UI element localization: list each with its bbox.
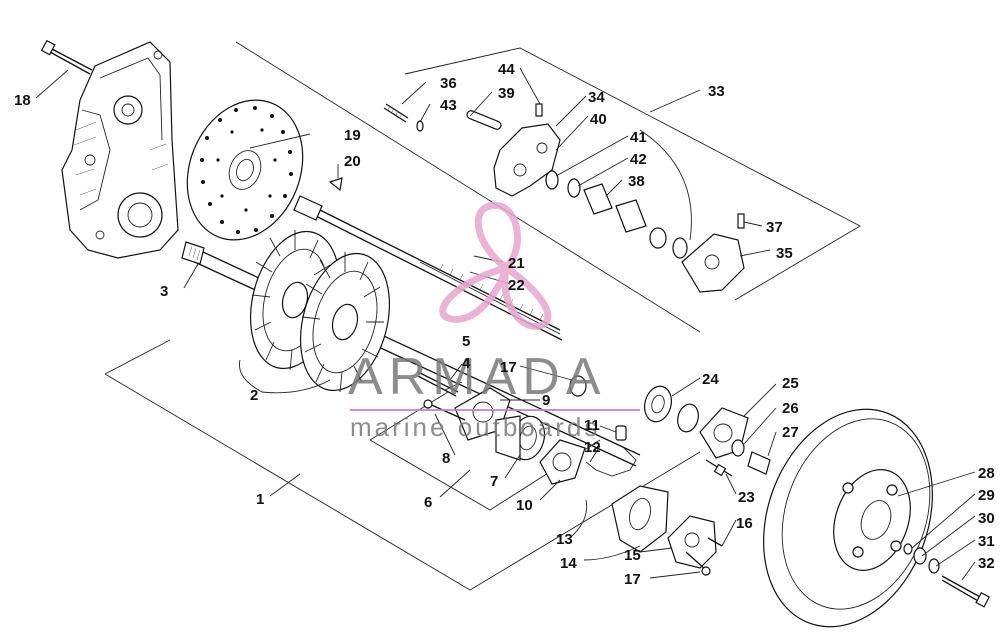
- bearing-24: [644, 385, 699, 433]
- upper-drive-shaft: [293, 195, 563, 341]
- washer-43: [416, 120, 424, 132]
- brake-pads-38: [583, 183, 647, 233]
- callout-44: 44: [498, 61, 515, 78]
- callout-38: 38: [628, 173, 645, 190]
- bearing-7: [495, 415, 546, 461]
- key-20: [328, 177, 343, 192]
- callout-21: 21: [508, 255, 525, 272]
- callout-12: 12: [584, 439, 601, 456]
- sensor-15: [667, 515, 723, 569]
- bolt-32: [941, 575, 991, 608]
- callout-17a: 17: [500, 359, 517, 376]
- bleeder-37: [737, 213, 745, 229]
- callout-20: 20: [344, 153, 361, 170]
- piston-42: [649, 227, 688, 259]
- group-outline-33: [404, 47, 861, 301]
- caliper-half-35: [681, 233, 745, 293]
- callout-13: 13: [556, 531, 573, 548]
- sensor-wire-12: [585, 447, 637, 477]
- callout-labels: 1 2 3 4 5 6 7 8 9 10 11 12 13 14 15 16 1…: [14, 61, 995, 588]
- callout-30: 30: [978, 510, 995, 527]
- callout-18: 18: [14, 92, 31, 109]
- callout-24: 24: [702, 371, 719, 388]
- callout-14: 14: [560, 555, 577, 572]
- seal-41: [545, 170, 581, 198]
- callout-36: 36: [440, 75, 457, 92]
- callout-41: 41: [630, 129, 647, 146]
- driven-pulley: [763, 408, 933, 628]
- spacer-27: [747, 451, 771, 475]
- bolt-36: [383, 103, 409, 123]
- pin-39: [466, 110, 502, 130]
- speedometer-drive-13-14: [611, 485, 669, 553]
- clip-11: [615, 425, 627, 441]
- callout-33: 33: [708, 83, 725, 100]
- bleeder-44: [535, 103, 543, 117]
- callout-9: 9: [542, 392, 550, 409]
- callout-10: 10: [516, 497, 533, 514]
- drive-sprocket-2b: [299, 252, 391, 393]
- armada-watermark: ARMADA marine outboards: [348, 201, 640, 442]
- callout-29: 29: [978, 487, 995, 504]
- callout-39: 39: [498, 85, 515, 102]
- callout-22: 22: [508, 277, 525, 294]
- callout-34: 34: [588, 89, 605, 106]
- propeller-logo-icon: [439, 201, 552, 330]
- callout-15: 15: [624, 547, 641, 564]
- callout-43: 43: [440, 97, 457, 114]
- callout-16: 16: [736, 515, 753, 532]
- callout-37: 37: [766, 219, 783, 236]
- callout-11: 11: [584, 417, 600, 434]
- callout-8: 8: [442, 450, 450, 467]
- bolt-4-5: [417, 371, 459, 397]
- callout-17b: 17: [624, 571, 641, 588]
- callout-1: 1: [256, 491, 264, 508]
- callout-5: 5: [462, 333, 470, 350]
- callout-2: 2: [250, 387, 258, 404]
- callout-32: 32: [978, 555, 995, 572]
- callout-19: 19: [344, 127, 361, 144]
- washers-29-31: [903, 543, 940, 574]
- callout-7: 7: [490, 473, 498, 490]
- spacer-17a: [569, 375, 587, 397]
- chaincase-housing: [61, 41, 179, 259]
- watermark-brand: ARMADA: [348, 348, 606, 406]
- callout-6: 6: [424, 494, 432, 511]
- screw-17b: [685, 551, 711, 576]
- bolt-18: [40, 39, 93, 75]
- caliper-34: [493, 123, 561, 197]
- watermark-tagline: marine outboards: [350, 412, 600, 442]
- callout-28: 28: [978, 465, 995, 482]
- callout-26: 26: [782, 400, 799, 417]
- callout-40: 40: [590, 111, 607, 128]
- washer-26: [731, 439, 745, 457]
- callout-35: 35: [776, 245, 793, 262]
- callout-25: 25: [782, 375, 799, 392]
- bolt-23: [705, 459, 733, 477]
- callout-31: 31: [978, 533, 995, 550]
- flange-10: [539, 439, 586, 485]
- callout-42: 42: [630, 151, 647, 168]
- callout-3: 3: [160, 283, 168, 300]
- leader-lines: [35, 67, 976, 581]
- callout-27: 27: [782, 424, 799, 441]
- callout-23: 23: [738, 489, 755, 506]
- brake-disc-19: [186, 99, 304, 241]
- group-outline-1: [104, 41, 701, 591]
- callout-4: 4: [462, 355, 471, 372]
